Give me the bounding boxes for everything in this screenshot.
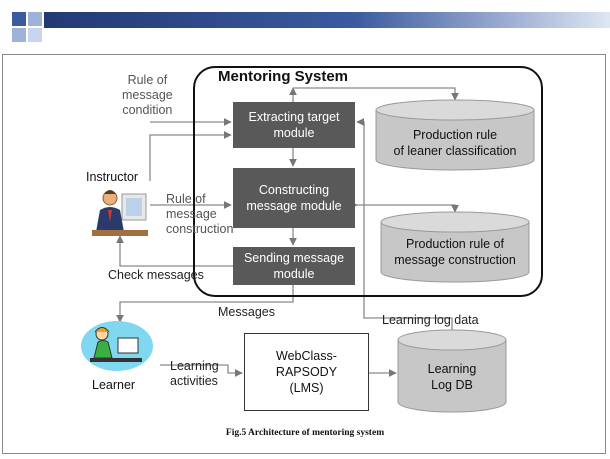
arrow-construction-db [355,204,459,213]
figure-caption: Fig.5 Architecture of mentoring system [225,428,385,438]
arrow-instructor-extracting [149,131,232,181]
lms-box: WebClass- RAPSODY (LMS) [244,333,369,411]
db-construction-label: Production rule of message construction [394,237,516,267]
arrow-learning-activities [160,364,243,377]
arrow-learning-log-data [356,118,453,331]
label-check-messages: Check messages [108,268,204,282]
constructing-message-module: Constructing message module [233,168,355,228]
mentoring-system-boundary [193,66,543,297]
label-learning-activities: Learning activities [170,359,219,388]
header-bar [44,12,610,28]
learner-label: Learner [92,378,136,392]
arrow-classification-db [293,87,459,101]
label-learning-log-data: Learning log data [382,313,479,327]
db-construction [380,211,530,283]
decor-square [12,12,26,26]
label-messages: Messages [218,305,275,319]
arrow-check-messages [116,235,233,267]
db-learning-log-label: Learning Log DB [427,362,477,392]
extracting-target-module: Extracting target module [233,102,355,148]
db-classification-label: Production rule of leaner classification [393,128,517,158]
db-learning-log [397,329,507,413]
arrow-messages [116,285,294,323]
label-rule-condition: Rule of message condition [122,73,173,117]
figure-frame [2,54,606,454]
decor-square [12,28,26,42]
decor-square [28,28,42,42]
learner-icon [81,321,153,371]
mentoring-system-title: Mentoring System [218,68,349,85]
label-rule-construction: Rule of message construction [166,192,234,236]
decor-square [28,12,42,26]
db-classification [375,99,535,171]
instructor-icon [92,190,148,236]
sending-message-module: Sending message module [233,247,355,285]
instructor-label: Instructor [86,170,139,184]
